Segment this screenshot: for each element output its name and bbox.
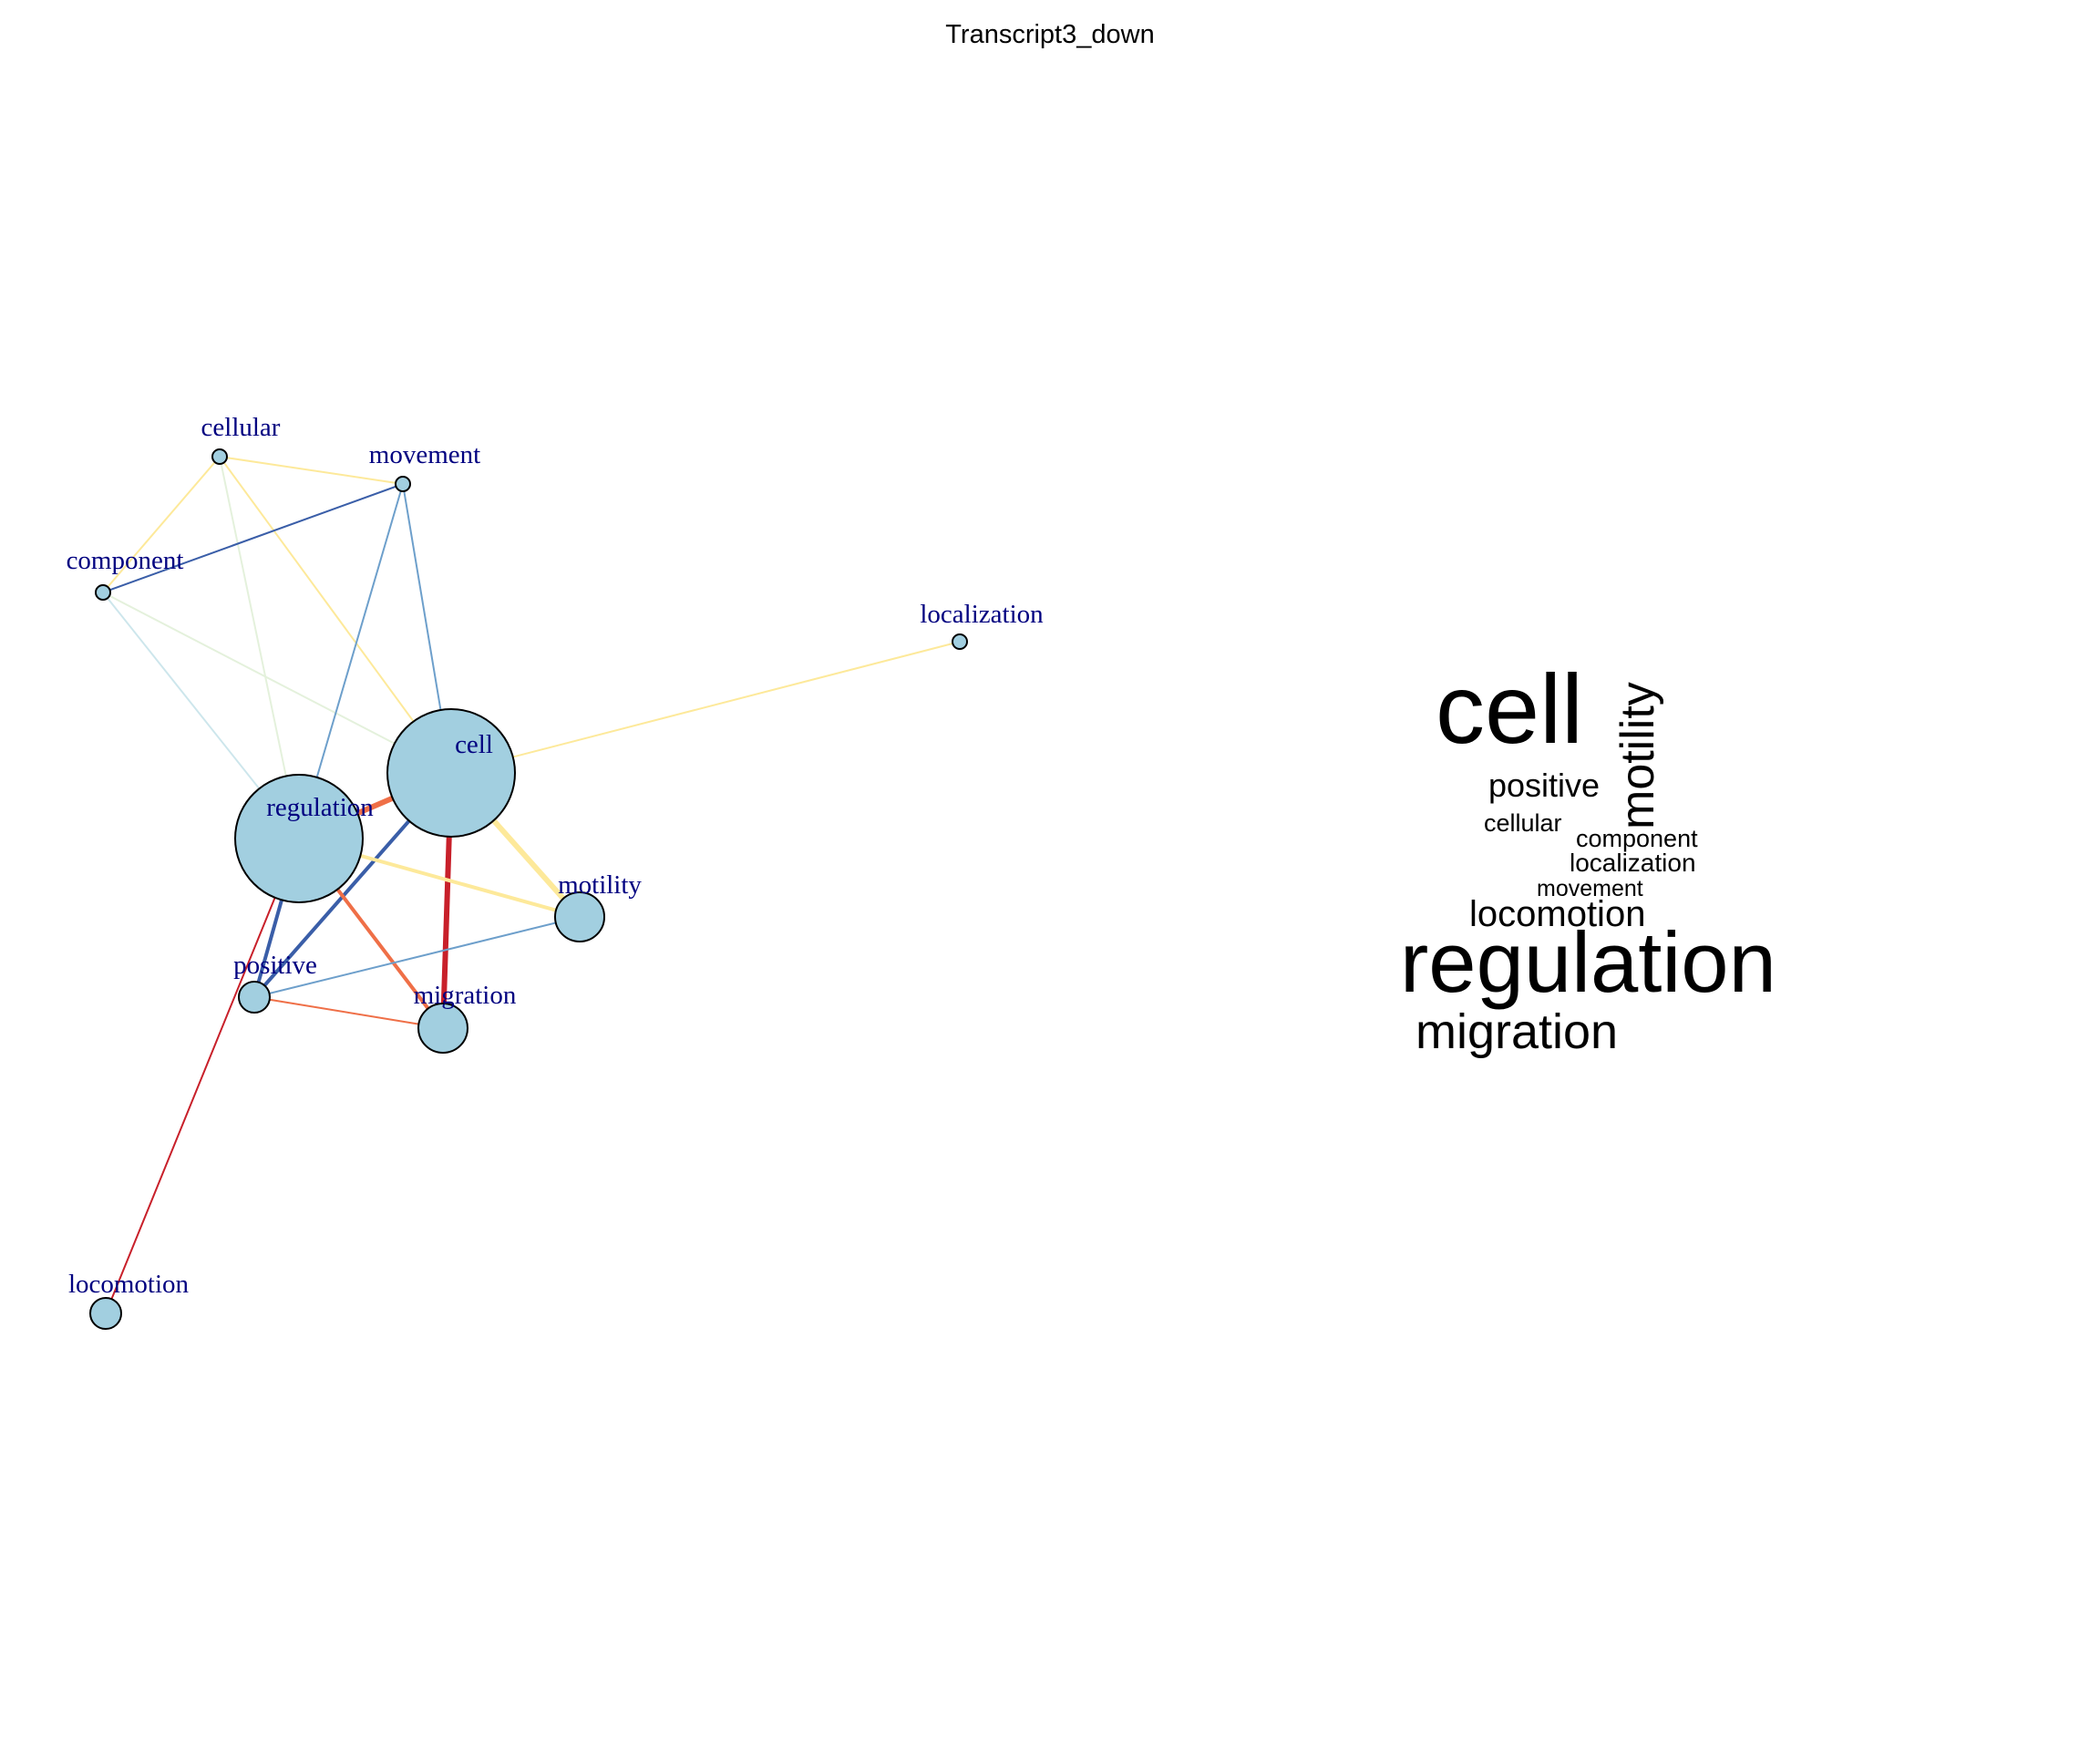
- cloud-word-regulation: regulation: [1400, 914, 1776, 1010]
- edge-cellular-component: [102, 456, 221, 593]
- edge-regulation-cellular: [219, 456, 300, 839]
- cloud-word-locomotion: locomotion: [1469, 894, 1645, 934]
- cloud-word-cellular: cellular: [1484, 809, 1562, 837]
- node-label-migration: migration: [414, 981, 517, 1010]
- node-positive: [238, 981, 271, 1014]
- node-label-cellular: cellular: [201, 413, 281, 442]
- node-label-localization: localization: [920, 600, 1044, 629]
- edge-positive-migration: [253, 996, 444, 1029]
- cloud-word-positive: positive: [1488, 767, 1600, 804]
- node-movement: [395, 476, 411, 492]
- node-cell: [386, 708, 516, 838]
- edge-movement-component: [102, 483, 404, 593]
- node-regulation: [234, 774, 364, 903]
- edge-positive-motility: [253, 916, 581, 998]
- cooccurrence-network: cell regulation motility migration positive l…: [67, 413, 1045, 1330]
- node-component: [95, 584, 111, 601]
- cloud-word-component: component: [1576, 825, 1698, 852]
- cloud-word-motility: motility: [1611, 682, 1664, 829]
- edge-cell-component: [102, 592, 452, 774]
- cloud-word-localization: localization: [1570, 849, 1696, 877]
- cloud-word-movement: movement: [1537, 876, 1643, 901]
- node-label-component: component: [67, 546, 184, 575]
- network-nodes: [89, 448, 968, 1330]
- node-label-motility: motility: [558, 870, 642, 900]
- node-localization: [952, 633, 968, 650]
- cloud-word-cell: cell: [1436, 654, 1583, 764]
- edge-regulation-locomotion: [105, 838, 300, 1314]
- edge-cell-cellular: [219, 456, 452, 774]
- node-migration: [417, 1003, 468, 1054]
- node-locomotion: [89, 1297, 122, 1330]
- edge-cellular-movement: [219, 456, 404, 485]
- node-label-regulation: regulation: [266, 793, 374, 822]
- node-label-movement: movement: [369, 440, 480, 469]
- edge-cell-localization: [450, 641, 961, 774]
- cloud-word-migration: migration: [1415, 1004, 1618, 1059]
- node-label-cell: cell: [455, 730, 493, 759]
- node-cellular: [211, 448, 228, 465]
- network-labels: cell regulation motility migration positive l…: [67, 413, 1045, 1299]
- node-label-positive: positive: [233, 951, 317, 980]
- node-motility: [554, 891, 605, 942]
- figure-title: Transcript3_down: [945, 20, 1155, 49]
- node-label-locomotion: locomotion: [68, 1270, 190, 1299]
